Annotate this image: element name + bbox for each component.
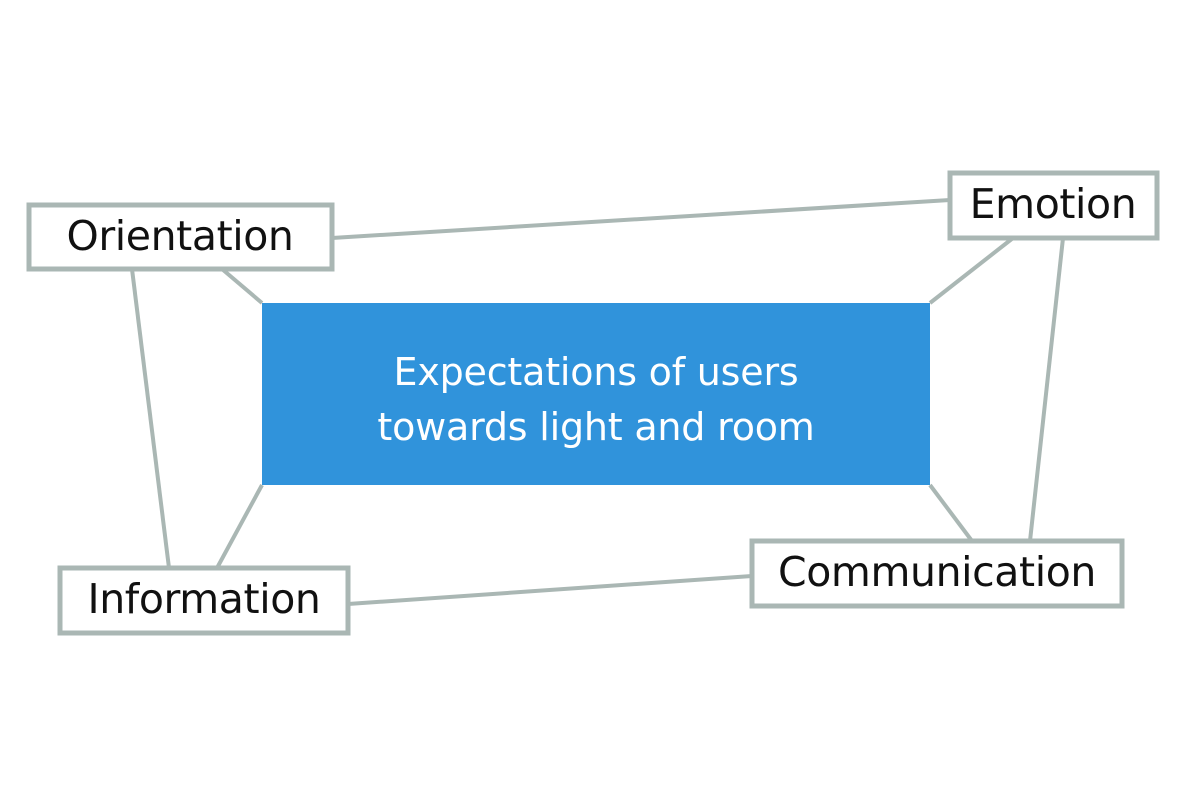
edge-orientation-to-emotion <box>331 198 951 240</box>
edge-center-to-information <box>215 484 264 569</box>
edge-orientation-to-center <box>220 267 264 305</box>
node-emotion-box <box>947 170 1160 241</box>
edge-center-to-communication <box>928 483 974 543</box>
connector-group <box>130 198 1065 606</box>
edge-emotion-to-communication <box>1028 237 1065 542</box>
node-communication-box <box>749 538 1125 609</box>
node-information-box <box>57 565 351 636</box>
center-node-label-line2: towards light and room <box>377 405 814 449</box>
edge-information-to-communication <box>347 574 753 606</box>
center-node-box <box>262 303 930 485</box>
edge-emotion-to-center <box>928 236 1015 305</box>
center-node[interactable]: Expectations of users towards light and … <box>262 303 930 485</box>
node-communication-label: Communication <box>778 548 1096 596</box>
node-information[interactable]: Information <box>57 565 351 636</box>
node-orientation-box <box>26 202 335 272</box>
node-orientation-label: Orientation <box>66 212 293 260</box>
node-emotion-label: Emotion <box>970 180 1137 228</box>
edge-orientation-to-information <box>130 268 171 569</box>
node-information-label: Information <box>88 575 321 623</box>
node-orientation[interactable]: Orientation <box>26 202 335 272</box>
center-node-label-line1: Expectations of users <box>394 350 799 394</box>
node-communication[interactable]: Communication <box>749 538 1125 609</box>
node-emotion[interactable]: Emotion <box>947 170 1160 241</box>
